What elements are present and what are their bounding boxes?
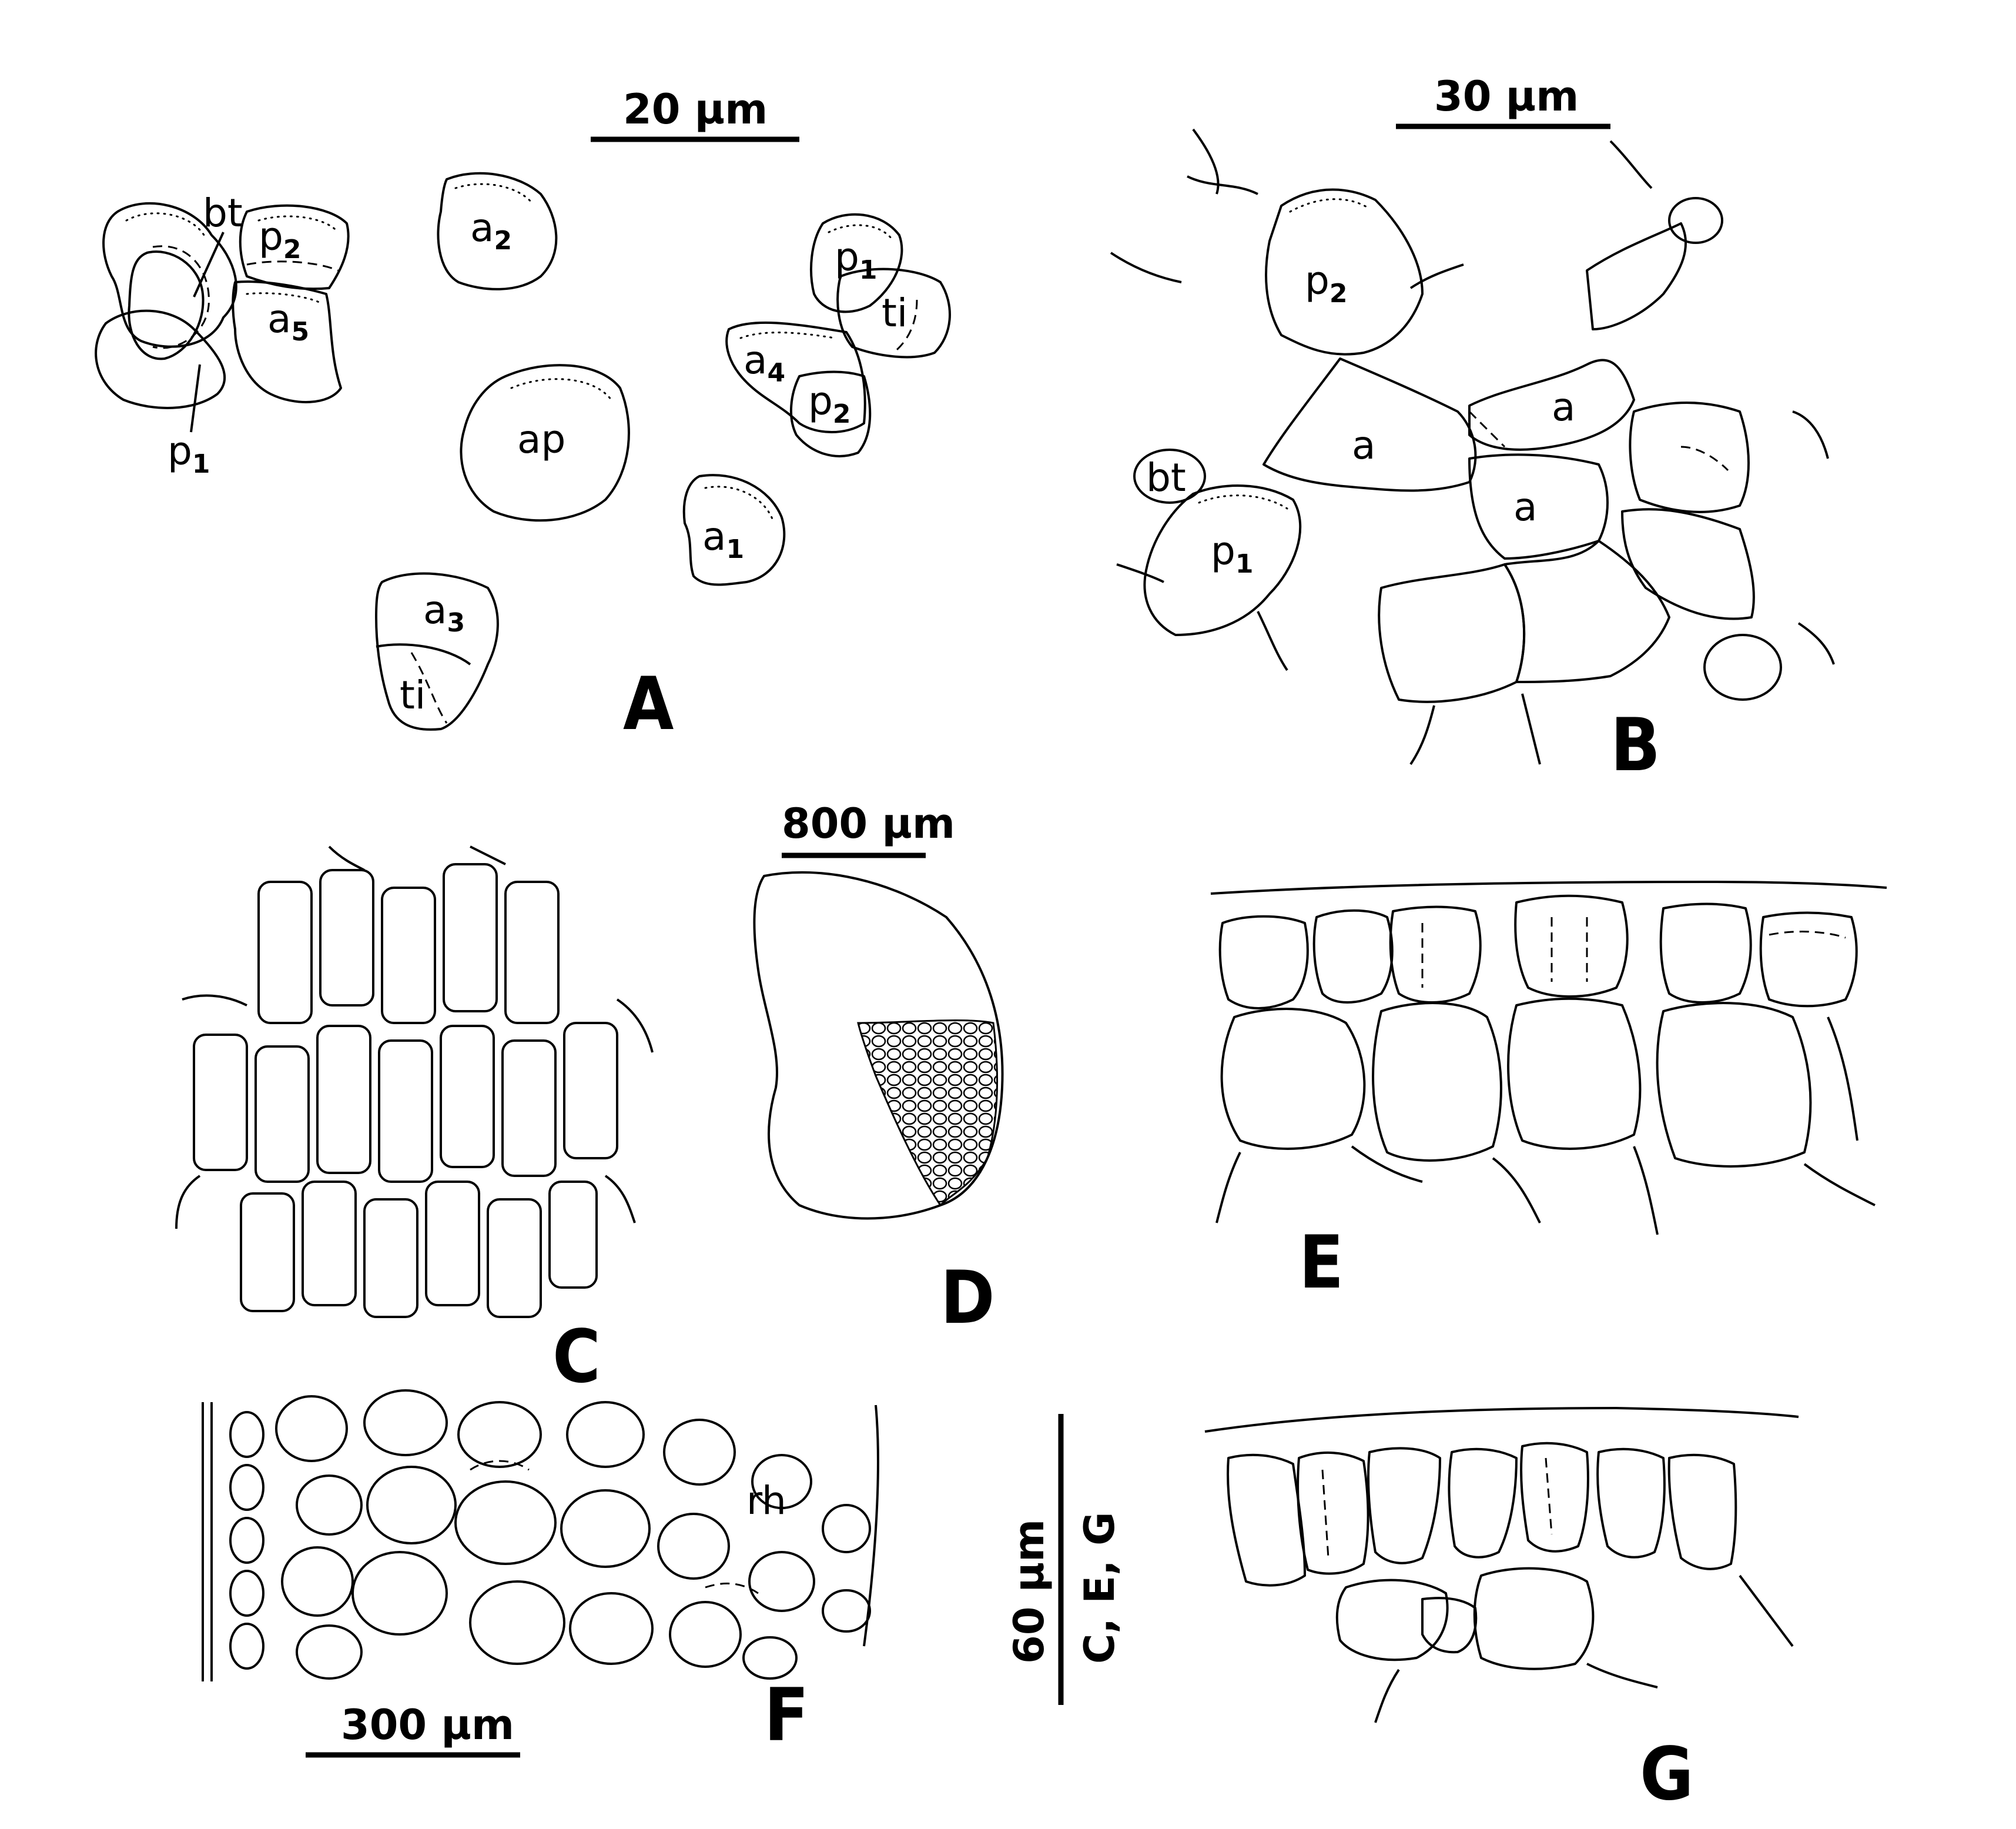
label-sub-3: 3 [447, 608, 465, 638]
label-ti: ti [400, 673, 426, 718]
cellular-tissue-region [857, 1019, 999, 1207]
svg-text:p2: p2 [1305, 258, 1348, 309]
label-a: a [267, 296, 291, 342]
label-p: p [1211, 529, 1235, 574]
cell-a1: a1 [682, 474, 786, 586]
scale-label-f: 300 µm [341, 1701, 514, 1749]
label-bt: bt [203, 190, 243, 236]
label-p: p [168, 429, 192, 474]
label-sub-5: 5 [291, 317, 309, 347]
label-p: p [835, 235, 859, 280]
label-sub-1: 1 [859, 255, 878, 285]
label-ap: ap [517, 417, 565, 462]
cell-network: p2 a a a bt p1 [1110, 128, 1835, 765]
label-ti: ti [882, 290, 907, 336]
svg-text:p2: p2 [259, 214, 302, 265]
label-a: a [1552, 384, 1575, 430]
label-sub-2: 2 [283, 235, 302, 265]
epidermal-cells [1218, 894, 1858, 1009]
cell-cluster-left: bt p2 a5 p1 [95, 190, 350, 479]
svg-text:a5: a5 [267, 296, 309, 347]
svg-text:a1: a1 [702, 514, 744, 564]
panel-e: E [1210, 880, 1887, 1305]
panel-letter-b: B [1610, 703, 1660, 788]
label-a: a [1352, 423, 1375, 468]
panel-letter-f: F [764, 1673, 809, 1758]
cell-mesh-c [175, 845, 654, 1318]
section-outline [753, 871, 1004, 1220]
panel-letter-d: D [940, 1256, 995, 1340]
label-rh: rh [746, 1478, 786, 1523]
panel-b: 30 µm [1110, 72, 1835, 788]
palisade-cells [1227, 1442, 1794, 1723]
label-a: a [744, 337, 767, 383]
panel-c: C [175, 845, 654, 1399]
panel-letter-c: C [552, 1315, 601, 1399]
scale-ceg: 60 µm C, E, G [1005, 1414, 1124, 1705]
label-a: a [1513, 484, 1537, 530]
label-sub-1: 1 [192, 449, 210, 479]
scale-label-ceg-panels: C, E, G [1076, 1512, 1124, 1664]
label-a: a [470, 205, 494, 250]
scale-label-ceg-value: 60 µm [1005, 1519, 1053, 1664]
cell-cluster-right: p1 ti a4 p2 [725, 213, 951, 457]
label-a: a [702, 514, 726, 559]
label-bt: bt [1146, 455, 1186, 500]
svg-text:a4: a4 [744, 337, 785, 388]
panel-letter-a: A [623, 662, 674, 747]
panel-a: 20 µm bt p2 a5 p1 a2 [95, 85, 951, 747]
panel-f: rh 300 µm F [202, 1389, 879, 1758]
svg-text:p1: p1 [835, 235, 878, 285]
panel-letter-e: E [1299, 1221, 1344, 1305]
cell-a3: a3 ti [375, 572, 499, 731]
svg-text:a2: a2 [470, 205, 512, 256]
panel-letter-g: G [1640, 1732, 1694, 1817]
label-a: a [423, 587, 447, 633]
label-sub-2: 2 [494, 226, 512, 256]
label-p: p [808, 379, 833, 424]
panel-g: G [1204, 1406, 1799, 1817]
label-p: p [259, 214, 283, 259]
label-sub-2: 2 [833, 399, 851, 429]
cortex-cells [202, 1389, 879, 1681]
cuticle-line [1210, 880, 1887, 895]
cuticle-line-g [1204, 1406, 1799, 1433]
scale-label-b: 30 µm [1434, 72, 1579, 121]
panel-d: 800 µm D [753, 800, 1004, 1340]
svg-text:p2: p2 [808, 379, 851, 429]
scale-label-a: 20 µm [623, 85, 768, 133]
label-sub-2: 2 [1330, 279, 1348, 309]
scale-label-d: 800 µm [782, 800, 955, 848]
svg-text:p1: p1 [168, 429, 210, 479]
label-sub-1: 1 [1235, 549, 1254, 579]
svg-text:a3: a3 [423, 587, 465, 638]
label-sub-4: 4 [767, 358, 785, 388]
svg-text:p1: p1 [1211, 529, 1254, 579]
label-p: p [1305, 258, 1330, 303]
cell-a2: a2 [437, 172, 558, 290]
cell-ap: ap [460, 364, 630, 522]
label-sub-1: 1 [726, 534, 744, 564]
subepidermal-cells [1215, 997, 1876, 1235]
